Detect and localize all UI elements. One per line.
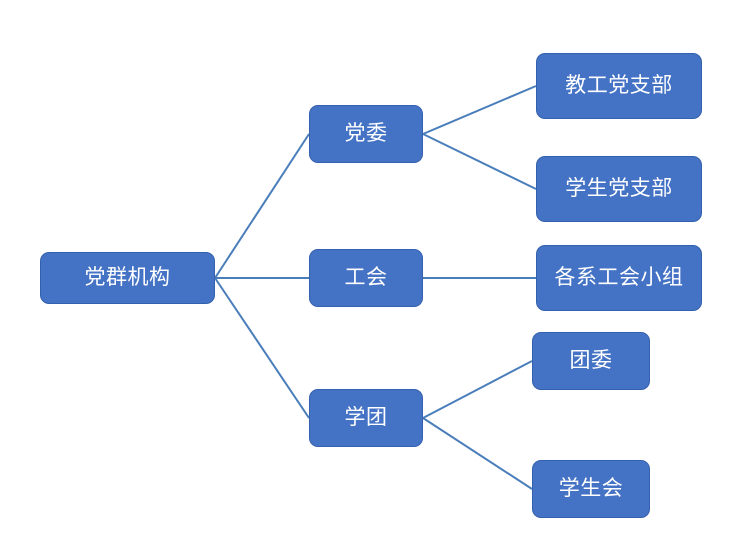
node-dangqun-jigou[interactable]: 党群机构 <box>40 252 215 304</box>
connector-root-to-dangwei <box>214 133 310 279</box>
node-xueshenghui[interactable]: 学生会 <box>532 460 650 518</box>
node-tuanwei[interactable]: 团委 <box>532 332 650 390</box>
node-gexi-gonghui-xiaozu[interactable]: 各系工会小组 <box>536 245 702 311</box>
node-gonghui[interactable]: 工会 <box>309 249 423 307</box>
connector-dangwei-to-jiaogong-dang-zhibu <box>422 85 537 135</box>
node-jiaogong-dang-zhibu[interactable]: 教工党支部 <box>536 53 702 119</box>
node-label: 学团 <box>344 406 388 430</box>
node-xuesheng-dang-zhibu[interactable]: 学生党支部 <box>536 156 702 222</box>
node-label: 团委 <box>569 349 613 373</box>
node-xuetuan[interactable]: 学团 <box>309 389 423 447</box>
connector-xuetuan-to-xueshenghui <box>422 417 533 490</box>
node-label: 学生会 <box>558 477 624 501</box>
node-label: 工会 <box>344 266 388 290</box>
node-dangwei[interactable]: 党委 <box>309 105 423 163</box>
node-label: 学生党支部 <box>565 177 673 201</box>
node-label: 党委 <box>344 122 388 146</box>
connector-dangwei-to-xuesheng-dang-zhibu <box>422 133 537 190</box>
connector-xuetuan-to-tuanwei <box>422 360 533 419</box>
node-label: 党群机构 <box>84 266 171 290</box>
node-label: 教工党支部 <box>565 74 673 98</box>
connector-root-to-xuetuan <box>214 277 310 419</box>
node-label: 各系工会小组 <box>554 266 684 290</box>
